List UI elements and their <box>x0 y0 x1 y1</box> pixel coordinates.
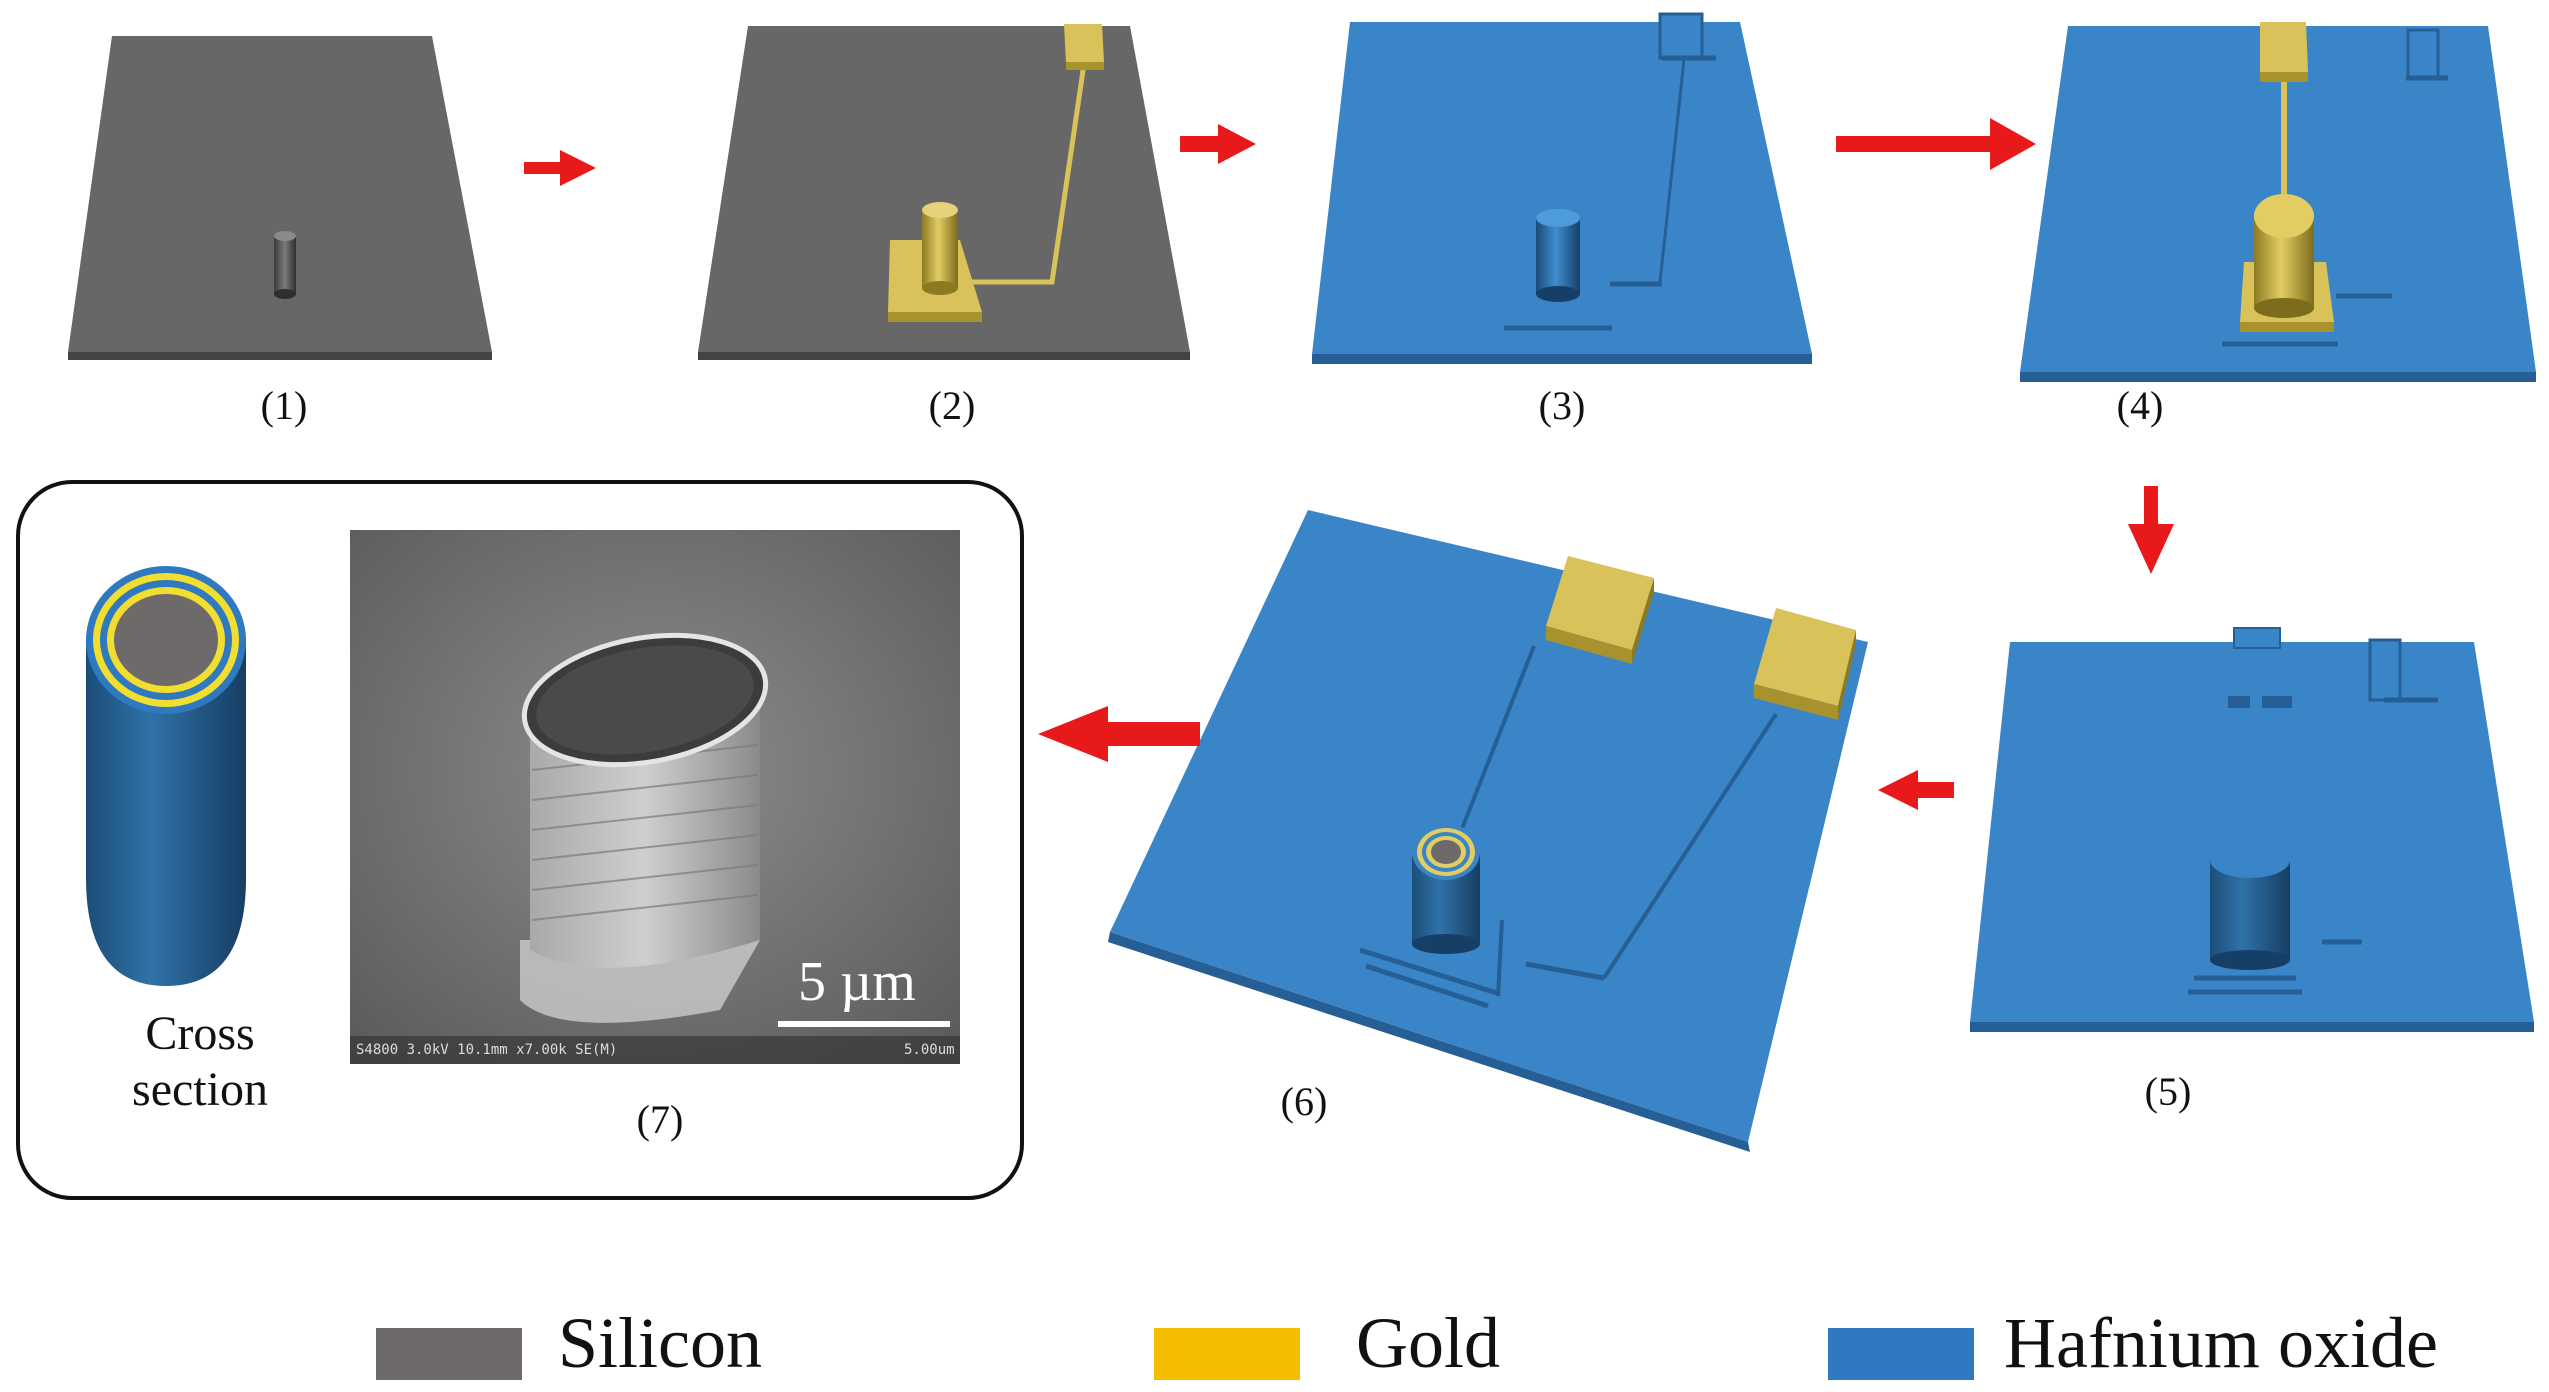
gold-pad-right <box>1754 608 1856 706</box>
step-1-illustration <box>68 36 492 360</box>
legend-label-silicon: Silicon <box>558 1303 763 1383</box>
step-3-illustration <box>1312 12 1812 364</box>
substrate-edge <box>1108 932 1750 1152</box>
arrow-6-to-7 <box>1038 706 1200 762</box>
step-6-illustration <box>1108 510 1868 1152</box>
scale-bar-label: 5 µm <box>798 951 916 1013</box>
silicon-pillar <box>274 236 296 294</box>
cross-section-label-line1: Cross <box>145 1007 255 1060</box>
substrate-edge <box>1970 1022 2534 1032</box>
legend-swatch-gold <box>1154 1328 1300 1380</box>
gold-wire <box>956 49 1089 285</box>
arrow-2-to-3 <box>1180 124 1256 164</box>
substrate-edge <box>698 352 1190 360</box>
sem-caption-right: 5.00um <box>904 1042 955 1058</box>
substrate-edge <box>68 352 492 360</box>
step-5-illustration <box>1970 627 2534 1032</box>
step-2-illustration <box>698 24 1190 360</box>
gold-pad-top <box>2260 22 2308 72</box>
hafnium-substrate <box>1970 642 2534 1022</box>
arrow-4-to-5 <box>2128 486 2174 574</box>
sem-caption-left: S4800 3.0kV 10.1mm x7.00k SE(M) <box>356 1042 618 1058</box>
step-label-3: (3) <box>1538 383 1586 428</box>
silicon-substrate <box>698 26 1190 352</box>
legend-label-gold: Gold <box>1356 1303 1500 1383</box>
gold-pad-left <box>1546 556 1654 650</box>
arrow-5-to-6 <box>1878 770 1954 810</box>
substrate-edge <box>1312 354 1812 364</box>
step-4-illustration <box>2020 22 2536 382</box>
legend-swatch-hafnium-oxide <box>1828 1328 1974 1380</box>
hafnium-substrate <box>1312 22 1812 354</box>
step-label-1: (1) <box>260 383 308 428</box>
legend-swatch-silicon <box>376 1328 522 1380</box>
gold-coated-pillar <box>922 210 958 288</box>
cross-section-label-line2: section <box>132 1063 268 1116</box>
step-label-4: (4) <box>2116 383 2164 428</box>
gold-pad-top <box>1064 24 1104 62</box>
step-label-2: (2) <box>928 383 976 428</box>
cross-section-pillar <box>86 566 246 986</box>
legend-label-hafnium-oxide: Hafnium oxide <box>2004 1303 2438 1383</box>
inset-panel <box>16 480 1024 1200</box>
process-arrows <box>524 118 2174 810</box>
pillar-top <box>274 231 296 241</box>
arrow-1-to-2 <box>524 150 596 186</box>
arrow-3-to-4 <box>1836 118 2036 170</box>
cross-section-label: Cross section <box>100 1006 300 1118</box>
hafnium-substrate <box>1110 510 1868 1142</box>
substrate-edge <box>2020 372 2536 382</box>
step-label-7: (7) <box>636 1097 684 1142</box>
legend <box>376 1328 1974 1380</box>
silicon-substrate <box>68 36 492 352</box>
coated-pillar <box>1536 218 1580 294</box>
sem-image <box>350 530 960 1064</box>
step-label-5: (5) <box>2144 1069 2192 1114</box>
step-label-6: (6) <box>1280 1079 1328 1124</box>
